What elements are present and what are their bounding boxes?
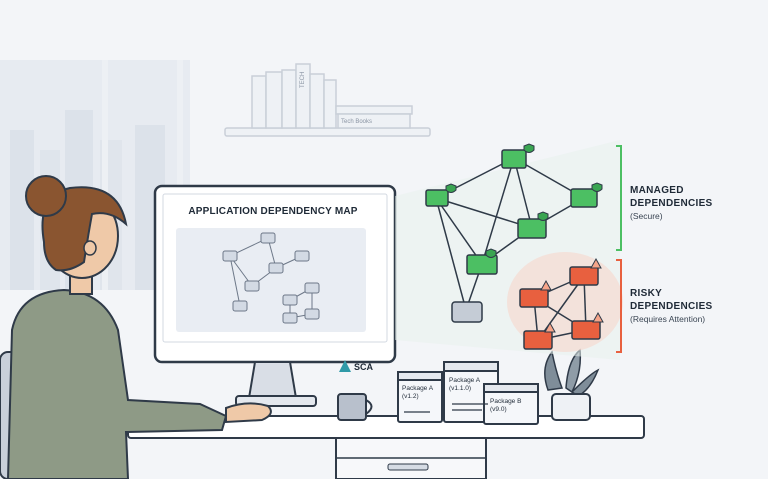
warning-icon	[592, 311, 604, 323]
managed-node	[425, 189, 449, 207]
screen-mini-map	[222, 232, 320, 324]
managed-node	[517, 218, 547, 239]
managed-subtitle: (Secure)	[630, 211, 663, 221]
package-version: (v1.2)	[402, 393, 419, 400]
package-boxes	[397, 361, 539, 425]
book-spine-label: TECH	[300, 71, 306, 88]
books-label: Tech Books	[341, 119, 373, 125]
package-name: Package A	[402, 385, 434, 392]
legend-brackets	[616, 145, 622, 353]
risky-subtitle: (Requires Attention)	[630, 314, 706, 324]
shield-icon	[537, 211, 549, 221]
sca-brand-label: SCA	[354, 362, 374, 372]
plant-icon	[544, 348, 600, 421]
package-label: Package A (v1.1.0)	[449, 377, 480, 393]
managed-dependency-graph	[425, 143, 603, 323]
sca-logo-icon	[339, 360, 351, 372]
risky-node	[523, 330, 553, 350]
person-illustration	[0, 175, 272, 479]
shield-icon	[445, 183, 457, 193]
package-name: Package B	[490, 398, 522, 405]
shield-icon	[591, 182, 603, 192]
managed-title-line1: MANAGED	[630, 185, 684, 196]
desk	[127, 415, 645, 479]
neutral-node	[451, 301, 483, 323]
managed-node	[501, 149, 527, 169]
warning-icon	[540, 279, 552, 291]
monitor	[153, 184, 397, 407]
managed-title-line2: DEPENDENCIES	[630, 198, 713, 209]
risky-dependency-graph	[519, 257, 604, 350]
package-label: Package A (v1.2)	[402, 385, 433, 401]
warning-icon	[590, 257, 602, 269]
shield-icon	[485, 248, 497, 258]
risky-title-line1: RISKY	[630, 288, 663, 299]
shield-icon	[523, 143, 535, 153]
managed-node	[570, 188, 598, 208]
package-name: Package A	[449, 377, 481, 384]
risky-title-line2: DEPENDENCIES	[630, 301, 713, 312]
bookshelf	[224, 63, 431, 137]
risky-legend: RISKY DEPENDENCIES (Requires Attention)	[630, 287, 713, 325]
managed-node	[466, 254, 498, 275]
risky-node	[569, 266, 599, 286]
package-version: (v9.0)	[490, 406, 507, 413]
monitor-title: APPLICATION DEPENDENCY MAP	[188, 206, 358, 217]
package-version: (v1.1.0)	[449, 385, 472, 392]
package-label: Package B (v9.0)	[490, 398, 521, 414]
risky-node	[519, 288, 549, 308]
risky-node	[571, 320, 601, 340]
coffee-mug-icon	[337, 393, 373, 421]
managed-legend: MANAGED DEPENDENCIES (Secure)	[630, 184, 713, 222]
warning-icon	[544, 321, 556, 333]
